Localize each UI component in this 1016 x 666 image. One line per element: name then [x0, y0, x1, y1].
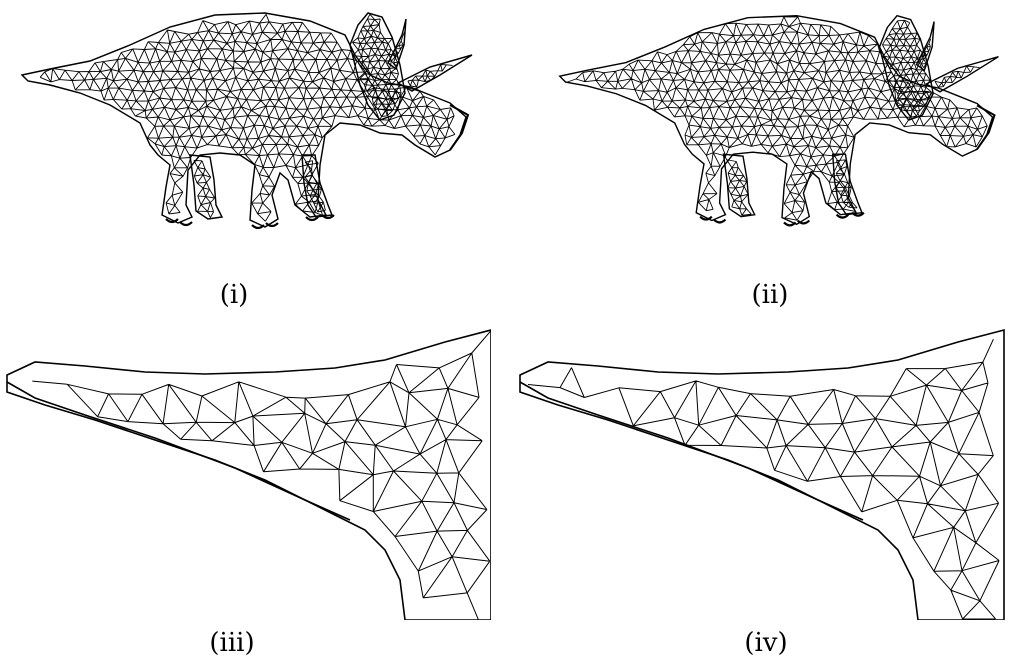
caption-iii: (iii) — [209, 628, 255, 658]
caption-iv: (iv) — [744, 628, 788, 658]
tail-mesh-iii — [6, 329, 491, 620]
caption-ii: (ii) — [751, 280, 789, 310]
triceratops-mesh-ii — [558, 14, 999, 227]
panel-i-mesh — [10, 5, 490, 240]
caption-i: (i) — [219, 280, 249, 310]
tail-mesh-iv — [519, 328, 1005, 620]
panel-iii-mesh — [5, 320, 491, 620]
triceratops-mesh-i — [20, 12, 473, 230]
panel-ii-mesh — [548, 5, 1016, 240]
panel-iv-mesh — [518, 310, 1016, 620]
